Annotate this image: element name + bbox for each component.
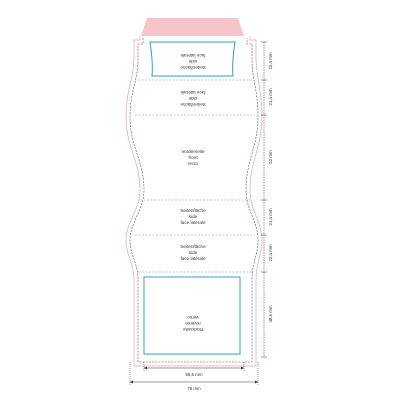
safe-area-back — [143, 276, 241, 355]
panel-label-upper-side: Seitenfläche side face latérale — [180, 90, 206, 107]
label-line: side — [189, 250, 198, 255]
label-line: Seitenfläche — [180, 102, 206, 107]
dim-total-width: 75 mm — [187, 386, 201, 391]
label-line: side — [188, 96, 197, 101]
label-line: verso — [187, 315, 199, 320]
label-line: reverse — [185, 321, 201, 326]
label-line: recto — [188, 161, 199, 166]
horizontal-dimension-inner — [143, 362, 245, 372]
dim-lower-side-1: 21,4 mm — [268, 208, 273, 225]
label-line: Seitenfläche — [180, 244, 206, 249]
label-line: side — [188, 59, 197, 64]
label-line: side — [189, 214, 198, 219]
panel-label-lower-side-2: Seitenfläche side face latérale — [180, 244, 206, 261]
label-line: Rückseite — [182, 327, 203, 332]
label-line: face latérale — [180, 90, 205, 95]
panel-label-top-side: Seitenfläche side face latérale — [180, 53, 206, 70]
label-line: Vorderseite — [181, 149, 205, 154]
vertical-dimension-chain — [261, 41, 267, 358]
label-line: face latérale — [180, 256, 205, 261]
dim-top-side: 22,4 mm — [268, 52, 273, 69]
panel-label-lower-side-1: Seitenfläche side face latérale — [180, 208, 206, 225]
safe-area-top — [149, 41, 236, 77]
panel-label-back: Rückseite reverse verso — [182, 315, 203, 332]
dim-lower-side-2: 22,4 mm — [268, 244, 273, 261]
dim-back: 48,5 mm — [268, 305, 273, 322]
fold-lines — [135, 79, 255, 273]
bleed-outline — [125, 36, 263, 367]
label-line: Seitenfläche — [180, 208, 206, 213]
panel-label-front: Vorderseite front recto — [181, 149, 205, 166]
cut-outline — [129, 38, 259, 363]
label-line: front — [188, 155, 198, 160]
dim-inner-width: 59,5 mm — [185, 372, 202, 377]
dim-front: 52 mm — [268, 150, 273, 164]
label-line: face latérale — [180, 220, 205, 225]
label-line: face latérale — [180, 53, 205, 58]
label-line: Seitenfläche — [180, 65, 206, 70]
dim-upper-side: 21,4 mm — [268, 88, 273, 105]
tuck-flap — [141, 18, 244, 36]
horizontal-dimension-total — [129, 362, 259, 386]
